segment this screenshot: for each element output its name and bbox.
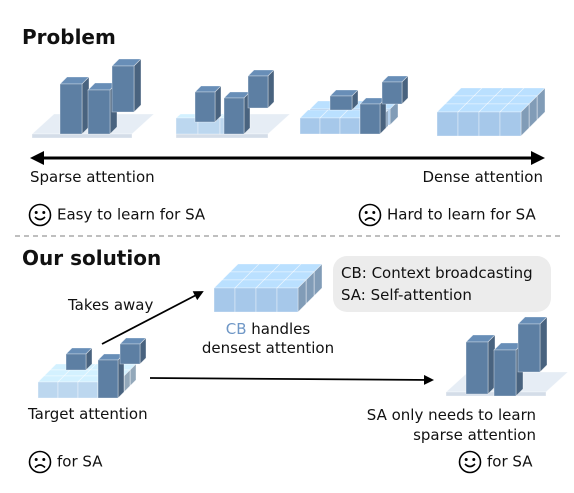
block-front — [255, 287, 278, 313]
tall-block — [223, 91, 251, 135]
dense-grid — [436, 87, 546, 137]
solution-title: Our solution — [22, 246, 162, 270]
sparse-result-line1: SA only needs to learn — [366, 406, 536, 424]
cb-caption-line2: densest attention — [201, 339, 335, 357]
block-front — [493, 349, 517, 397]
sparse-result-grid — [445, 316, 569, 397]
tall-block — [329, 89, 359, 111]
block-front — [457, 111, 480, 137]
legend-box — [333, 256, 551, 312]
dense-attention-label: Dense attention — [422, 168, 543, 186]
block-front — [37, 381, 59, 399]
block-front — [436, 111, 459, 137]
legend-cb: CB: Context broadcasting — [341, 264, 533, 282]
takes-away-arrow — [101, 291, 204, 345]
tall-block — [59, 76, 90, 135]
block-front — [77, 381, 99, 399]
easy-note: Easy to learn for SA — [28, 203, 205, 227]
frowny-face-icon — [28, 450, 52, 474]
block-side — [214, 85, 222, 123]
sparse-attention-label: Sparse attention — [30, 168, 155, 186]
block-side — [133, 58, 142, 113]
cb-abbrev: CB — [225, 320, 247, 338]
block-front — [194, 91, 216, 123]
block-front — [59, 83, 83, 135]
cb-caption-rest: handles — [246, 320, 311, 338]
block-front — [223, 97, 245, 135]
sparse-grid-2 — [175, 69, 291, 139]
block-front — [234, 287, 257, 313]
target-attention-label: Target attention — [28, 405, 148, 423]
block-front — [213, 287, 236, 313]
cb-dense-grid — [213, 263, 323, 313]
tall-block — [359, 97, 387, 135]
block-front — [517, 323, 541, 373]
block-front — [57, 381, 79, 399]
block-front — [247, 75, 269, 109]
block-front — [359, 103, 381, 135]
block-front — [87, 89, 111, 135]
block-front — [319, 117, 341, 135]
smiley-face-icon — [28, 203, 52, 227]
frowny-face-icon — [358, 203, 382, 227]
block-front — [499, 111, 522, 137]
block-front — [111, 65, 135, 113]
sparse-result-note-text: for SA — [487, 452, 533, 471]
target-note: for SA — [28, 450, 102, 474]
sparse-result-caption: SA only needs to learn sparse attention — [367, 405, 536, 445]
legend-sa: SA: Self-attention — [341, 286, 472, 304]
block-front — [276, 287, 299, 313]
sparse-result-line2: sparse attention — [413, 426, 536, 444]
target-grid — [37, 337, 147, 399]
block-front — [478, 111, 501, 137]
tall-block — [381, 75, 409, 105]
tall-block — [65, 347, 93, 371]
hard-note: Hard to learn for SA — [358, 203, 536, 227]
sparse-result-note: for SA — [458, 450, 532, 474]
block-front — [65, 353, 87, 371]
sparse-dense-arrow — [30, 151, 545, 165]
smiley-face-icon — [458, 450, 482, 474]
block-front — [329, 95, 353, 111]
tall-block — [97, 353, 125, 399]
block-front — [465, 341, 489, 395]
takes-away-label: Takes away — [68, 296, 154, 314]
sparse-grid-1 — [31, 58, 155, 139]
tall-block — [111, 58, 142, 113]
block-front — [381, 81, 403, 105]
block-front — [119, 343, 141, 365]
tall-block — [247, 69, 275, 109]
tall-block — [517, 316, 548, 373]
easy-note-text: Easy to learn for SA — [57, 205, 206, 224]
cb-caption: CB handles densest attention — [198, 320, 338, 358]
hard-note-text: Hard to learn for SA — [387, 205, 536, 224]
sparse-grid-3 — [299, 75, 409, 135]
to-sparse-arrow — [149, 374, 434, 385]
block-front — [97, 359, 119, 399]
block-side — [539, 316, 548, 373]
block-front — [339, 117, 361, 135]
dense-block — [499, 103, 530, 137]
problem-title: Problem — [22, 25, 116, 49]
floor-front — [175, 133, 269, 139]
dense-block — [276, 279, 307, 313]
tall-block — [465, 334, 496, 395]
block-side — [267, 69, 275, 109]
block-front — [299, 117, 321, 135]
target-note-text: for SA — [57, 452, 103, 471]
tall-block — [194, 85, 222, 123]
floor-front — [31, 133, 133, 139]
tall-block — [119, 337, 147, 365]
